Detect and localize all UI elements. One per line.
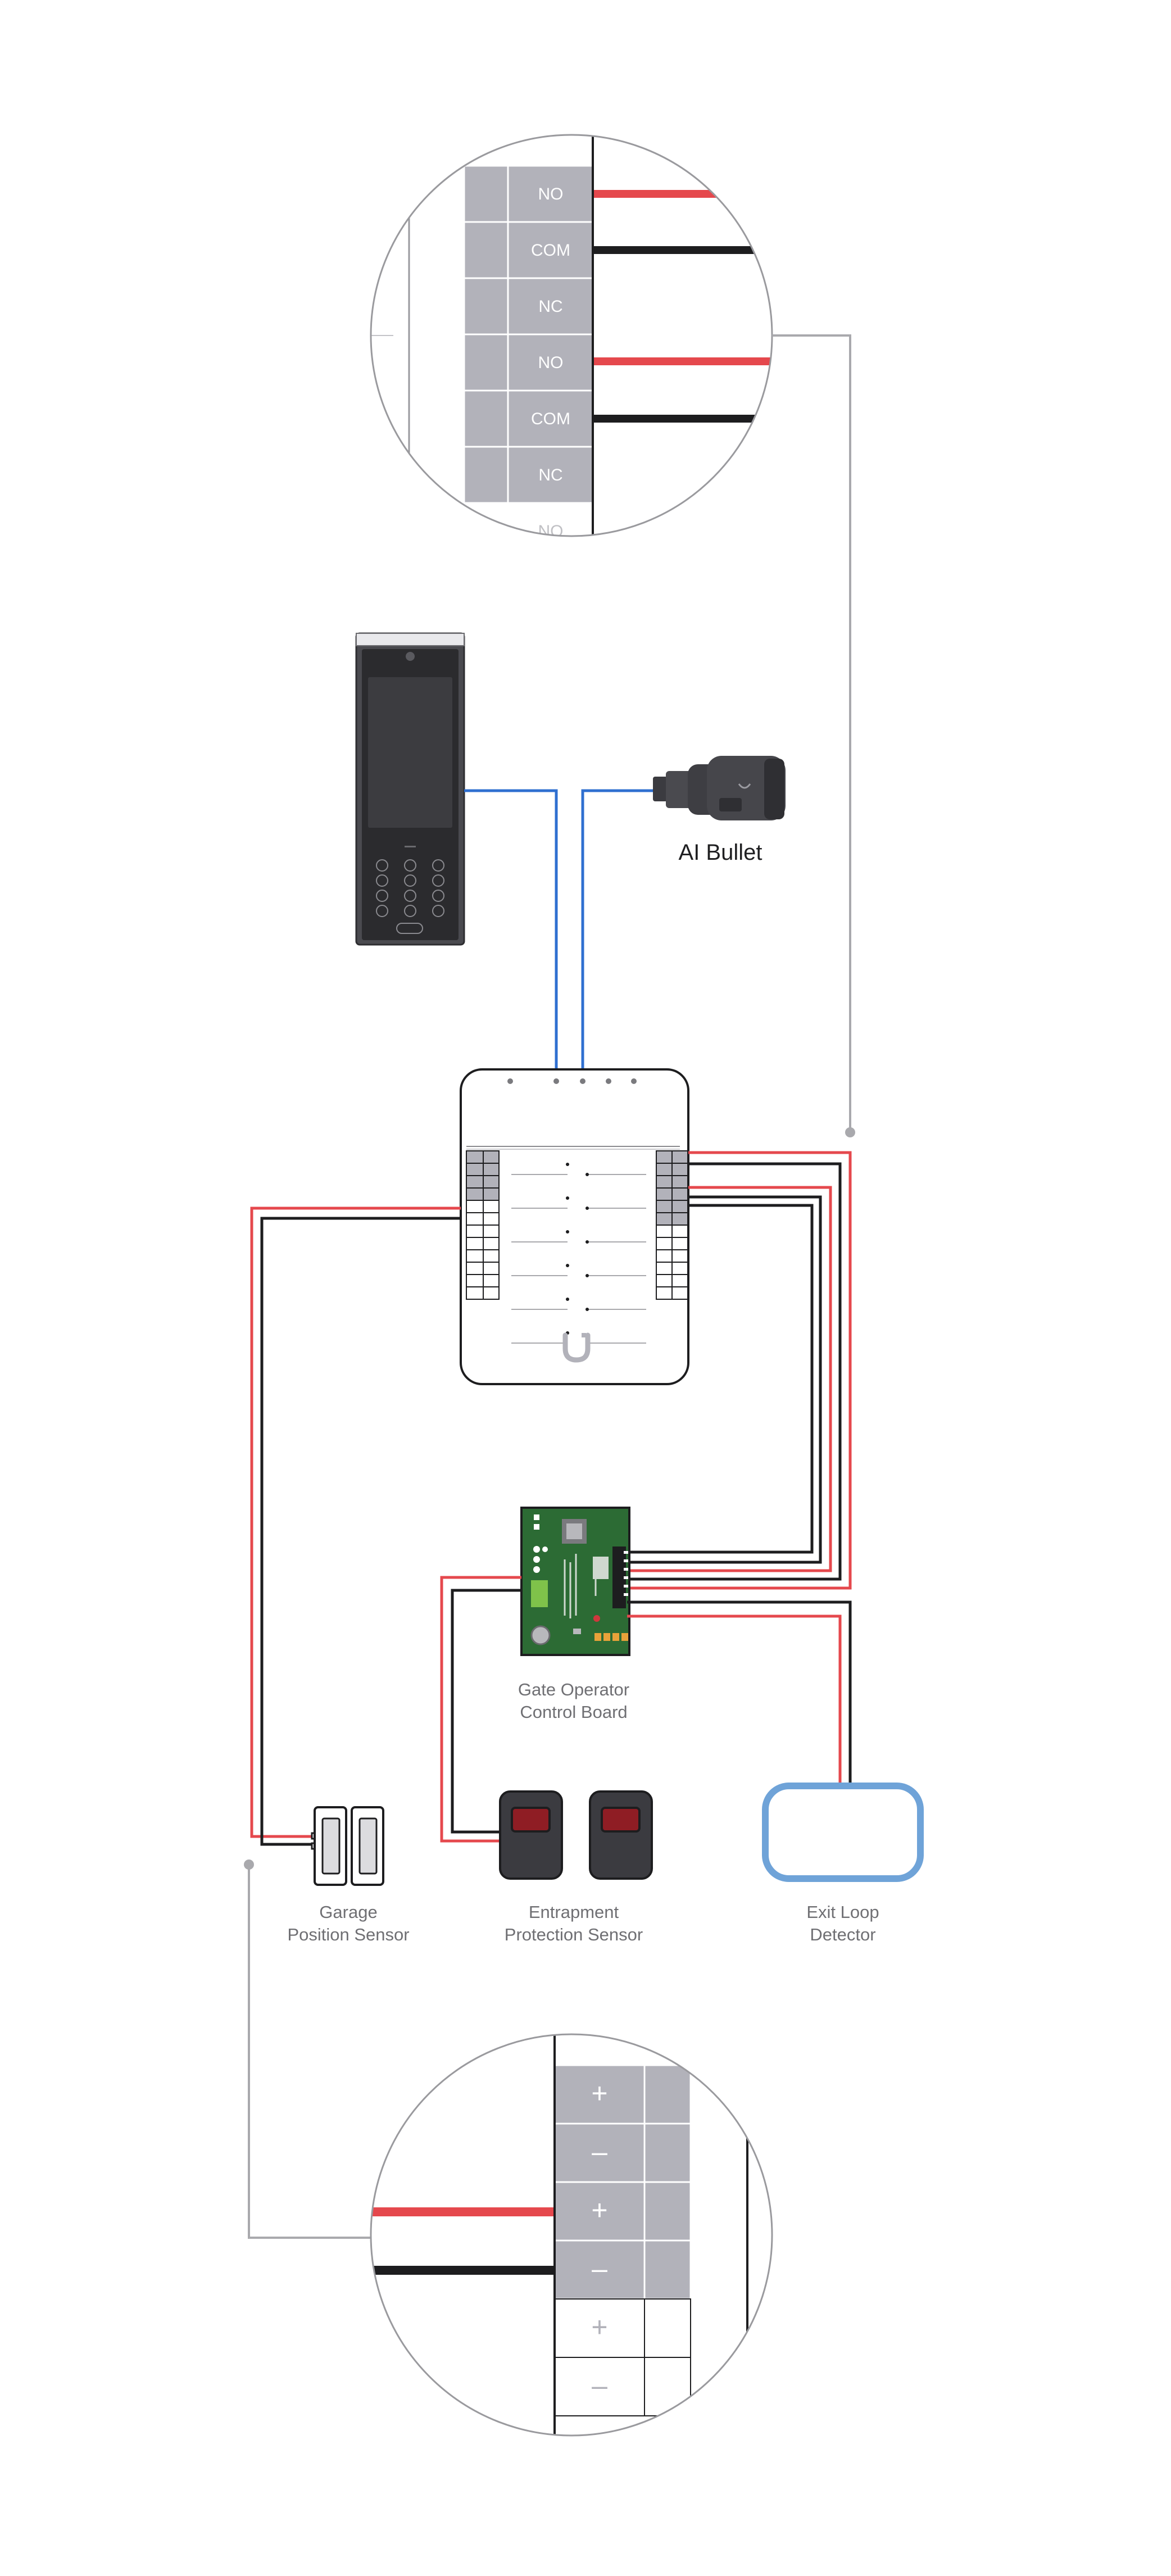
power-terminal-label: – [592,2136,607,2167]
hub-terminal-right [656,1200,673,1213]
loop-label-line2: Detector [810,1925,875,1944]
hub-terminal-left [466,1200,484,1213]
hub-terminal-right [656,1237,673,1250]
entrapment-sensor-icon [499,1790,653,1880]
power-terminal: + [553,2064,692,2125]
power-terminal: + [553,2181,692,2242]
hub-terminal-left [466,1175,484,1189]
garage-sensor-wire-red [250,1207,461,1838]
keypad-key [376,890,388,902]
gate-board-label-line1: Gate Operator [518,1680,629,1699]
relay-terminal-label: COM [531,410,570,428]
garage-sensor-wire-black [260,1217,461,1846]
hub-terminal-left [466,1150,484,1164]
access-hub [460,1068,689,1385]
keypad-key [404,874,416,887]
hub-terminal-left [466,1286,484,1300]
relay-terminal: NO [463,333,594,392]
hub-terminal-left [466,1262,484,1275]
keypad-key [404,859,416,872]
keypad-key [376,905,388,917]
hub-terminal-left [466,1187,484,1201]
relay-terminal: COM [463,389,594,448]
loop-wire-red [627,1614,842,1786]
power-terminal-label: – [592,2370,607,2401]
loop-label-line1: Exit Loop [806,1902,879,1922]
garage-sensor-label-line1: Garage [319,1902,377,1922]
keypad-key [376,859,388,872]
power-terminal-label: + [591,2078,607,2109]
leader-dot-relay [845,1127,855,1137]
power-terminal: + [554,2298,691,2358]
power-terminal-label: + [591,2194,607,2226]
relay-terminal-label: NO [538,522,564,541]
leader-dot-power [244,1860,254,1870]
relay-terminal: NC [463,446,594,504]
exit-loop-icon [762,1783,924,1882]
relay-terminal-label: COM [531,241,570,260]
relay-zoom-callout: NO COM NC NO COM NC NO [370,134,773,541]
power-terminal: – [554,2357,691,2416]
keypad-key [432,890,444,902]
keypad-key [432,905,444,917]
power-terminal-label: + [591,2311,607,2343]
hub-terminal-left [466,1237,484,1250]
loop-wire-black [627,1600,852,1786]
network-cable-camera [581,789,653,1074]
relay-terminal-label: NC [538,297,562,316]
entrapment-wire-black [451,1589,521,1834]
garage-sensor-icon [311,1806,384,1886]
relay-terminal-label: NO [538,353,564,372]
hub-terminal-right [656,1150,673,1164]
garage-sensor-label-line2: Position Sensor [287,1925,409,1944]
relay-terminal-label: NC [538,466,562,484]
entrapment-wire-red [440,1576,521,1843]
bullet-camera-icon [653,756,786,820]
relay-terminal-label: NO [538,185,564,203]
hub-terminal-right [656,1286,673,1300]
power-terminal: – [553,2123,692,2183]
keypad-key [432,859,444,872]
hub-terminal-right [656,1249,673,1263]
hub-terminal-left [466,1163,484,1176]
hub-terminal-right [656,1224,673,1238]
power-terminal: – [553,2239,692,2300]
hub-terminal-left [466,1224,484,1238]
entrapment-label-line1: Entrapment [529,1902,619,1922]
keypad-key [404,905,416,917]
camera-label: AI Bullet [679,840,762,865]
intercom-keypad-icon [355,632,465,946]
keypad-key [432,874,444,887]
hub-terminal-left [466,1212,484,1226]
hub-terminal-right [656,1212,673,1226]
power-terminal-label: – [592,2253,607,2284]
keypad-key [376,874,388,887]
hub-terminal-right [656,1274,673,1287]
hub-terminal-right [656,1187,673,1201]
power-zoom-callout: + – + – + – [370,2033,773,2437]
gate-board-label-line2: Control Board [520,1702,627,1722]
relay-wiring [627,1151,852,1590]
leader-line-relay [772,334,851,1132]
keypad-key [404,890,416,902]
relay-terminal: NO [463,165,594,223]
hub-terminal-right [656,1175,673,1189]
hub-logo-icon [562,1332,591,1363]
relay-terminal: COM [463,221,594,279]
hub-terminal-left [466,1249,484,1263]
network-cable-intercom [464,789,558,1074]
leader-line-power [248,1865,371,2239]
hub-terminal-right [656,1262,673,1275]
relay-terminal: NC [463,277,594,335]
hub-terminal-right [656,1163,673,1176]
gate-operator-board [520,1507,630,1656]
entrapment-label-line2: Protection Sensor [505,1925,643,1944]
hub-terminal-left [466,1274,484,1287]
